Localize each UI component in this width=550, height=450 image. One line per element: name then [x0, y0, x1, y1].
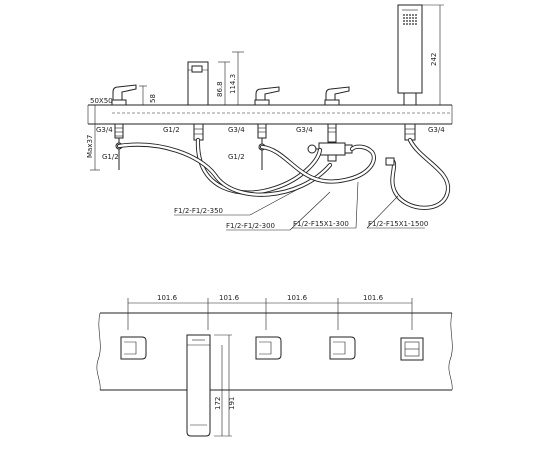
side-view: 50X50 58 86.8 114.3 242 Max37 G3/4 G1/2 …: [86, 4, 453, 231]
hose-350-label: F1/2-F1/2-350: [174, 207, 223, 215]
spacing-2-label: 101.6: [219, 294, 240, 302]
spacing-3-label: 101.6: [287, 294, 308, 302]
dimension-lines-side: [90, 4, 452, 171]
dim-114-3-label: 114.3: [229, 74, 237, 94]
deck-outline-top: [96, 312, 453, 391]
bath-spout: [187, 61, 209, 141]
hose-1500-label: F1/2-F15X1-1500: [368, 220, 428, 228]
thread-g12-lower-mid-label: G1/2: [228, 153, 245, 161]
mixer-handle-1: [111, 84, 137, 139]
mixer-handle-2: [254, 86, 280, 139]
spout-191-label: 191: [228, 397, 236, 410]
thread-g34-label-2: G3/4: [228, 126, 245, 134]
shower-nozzles: [403, 14, 417, 25]
thread-g34-label-3: G3/4: [296, 126, 313, 134]
thread-g34-label-1: G3/4: [96, 126, 113, 134]
spout-top: [186, 334, 211, 437]
handle-top-2: [255, 336, 282, 360]
hose-300: [116, 142, 333, 197]
thread-g34-label-4: G3/4: [428, 126, 445, 134]
spacing-dimension-line: [127, 298, 413, 330]
dim-242-label: 242: [430, 53, 438, 66]
hose-callout-leaders: [174, 181, 425, 231]
dim-86-8-label: 86.8: [216, 81, 224, 97]
hose-f15-300-label: F1/2-F15X1-300: [293, 220, 349, 228]
dim-max37-label: Max37: [86, 135, 94, 158]
handle-top-3: [329, 336, 356, 360]
shower-holder-top: [400, 337, 424, 361]
diverter-handle: [324, 86, 350, 143]
hose-shower-1500: [385, 137, 451, 210]
dim-58-label: 58: [149, 94, 157, 103]
handle-top-1: [120, 336, 147, 360]
hose-f15-300: [259, 144, 376, 184]
spout-172-label: 172: [214, 397, 222, 410]
spacing-1-label: 101.6: [157, 294, 178, 302]
spacing-4-label: 101.6: [363, 294, 384, 302]
diverter-valve-block: [307, 142, 353, 162]
thread-g12-lower-left-label: G1/2: [102, 153, 119, 161]
dim-50x50-label: 50X50: [90, 97, 113, 105]
deck-slab: [87, 104, 453, 125]
hose-350: [195, 137, 323, 195]
top-view: 101.6 101.6 101.6 101.6: [96, 294, 453, 437]
thread-g12-label-1: G1/2: [163, 126, 180, 134]
hand-shower: [397, 4, 423, 141]
hose-300-label: F1/2-F1/2-300: [226, 222, 275, 230]
spout-dimension-lines: [214, 334, 232, 437]
